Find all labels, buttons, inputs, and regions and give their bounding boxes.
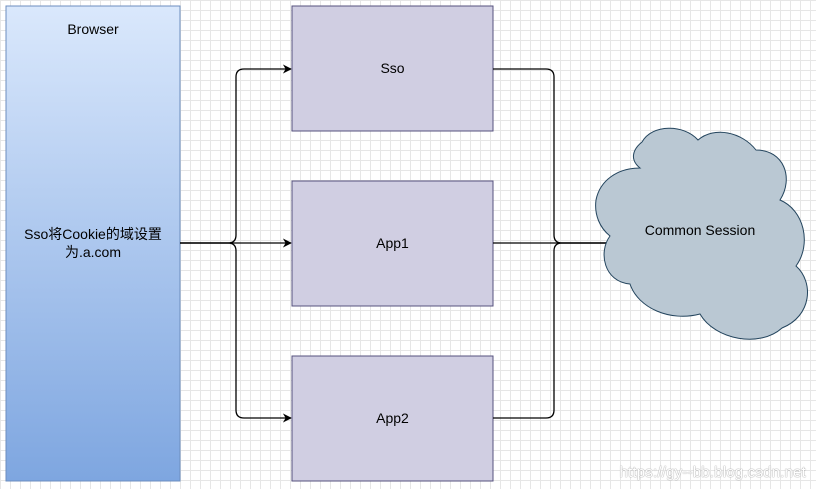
- sso-node: Sso: [291, 5, 494, 132]
- browser-box: [5, 5, 181, 482]
- common-session-label: Common Session: [645, 222, 756, 238]
- app2-node: App2: [291, 355, 494, 482]
- edge-browser-to-sso: [180, 64, 292, 244]
- app2-label: App2: [376, 410, 409, 426]
- browser-title: Browser: [67, 21, 119, 37]
- browser-note-line-1: Sso将Cookie的域设置: [24, 226, 162, 242]
- session-edges: [493, 68, 618, 419]
- edge-browser-to-app2: [180, 242, 292, 423]
- browser-note-line-2: 为.a.com: [65, 244, 121, 260]
- app1-label: App1: [376, 235, 409, 251]
- browser-node: Browser Sso将Cookie的域设置 为.a.com: [5, 5, 181, 482]
- sso-box: [291, 5, 494, 132]
- edge-app2-to-session: [493, 238, 618, 419]
- watermark: https://gy--bb.blog.csdn.net: [619, 464, 806, 481]
- app1-node: App1: [291, 180, 494, 307]
- cloud-shape: [595, 127, 808, 340]
- common-session-node: Common Session: [595, 127, 808, 340]
- sso-label: Sso: [380, 60, 404, 76]
- app1-box: [291, 180, 494, 307]
- browser-edges: [180, 64, 292, 423]
